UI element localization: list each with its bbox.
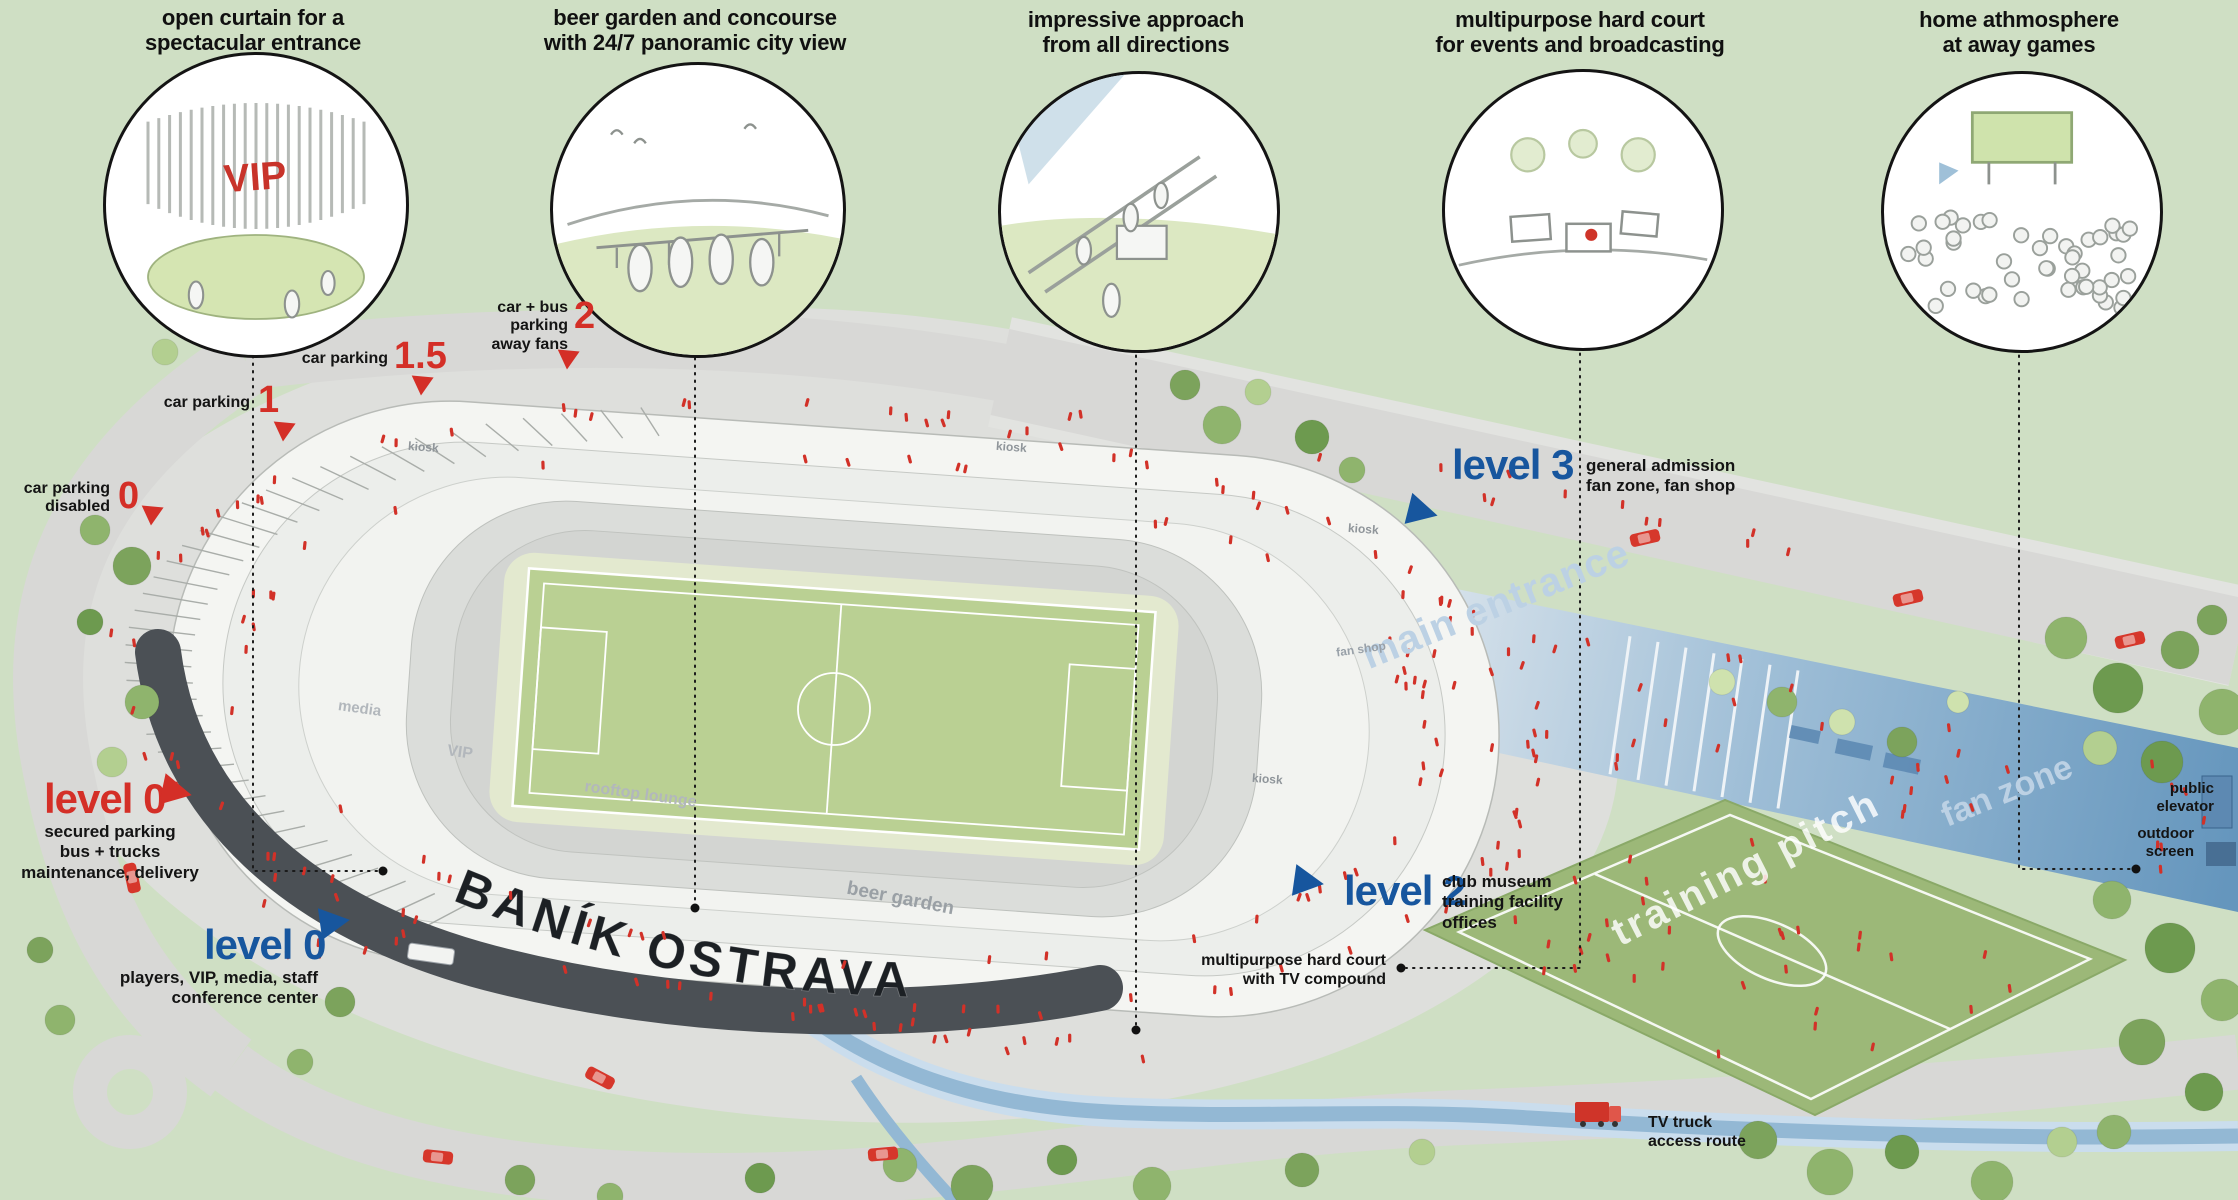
public-elevator-box <box>2201 775 2233 829</box>
level0-red-title: level 0 <box>44 775 166 822</box>
callout-sketch-approach <box>998 71 1280 353</box>
birds <box>610 123 757 144</box>
curtain-sketch <box>146 103 366 229</box>
parking-label-1-5: car parking <box>301 350 388 367</box>
broadcast-logo <box>1585 228 1598 241</box>
level2-desc: club museum training facility offices <box>1442 872 1563 932</box>
level0-blue-title: level 0 <box>204 921 326 968</box>
parking-label-away: car + bus parking away fans <box>491 299 568 353</box>
promenade-kiosk <box>1834 738 1874 761</box>
promenade-kiosk <box>1882 752 1922 775</box>
river <box>771 983 2238 1200</box>
level2-arrow-icon <box>1291 864 1327 900</box>
caption-line: home athmosphere <box>1919 7 2119 32</box>
vip-sign: VIP <box>222 154 288 201</box>
outdoor-screen-label: outdoor screen <box>2137 825 2194 860</box>
caption-line: at away games <box>1942 31 2096 57</box>
parking-number-1: 1 <box>258 379 280 421</box>
level0-red-desc: secured parking bus + trucks maintenance… <box>21 822 199 882</box>
promenade <box>1388 575 2238 912</box>
crowd-sketch <box>1900 209 2138 316</box>
callout-sketch-entrance: VIP <box>103 52 409 358</box>
callout-sketch-away-fans <box>1881 71 2163 353</box>
green-wedge <box>1350 490 2238 748</box>
kiosk-label: kiosk <box>995 438 1028 456</box>
trees <box>26 320 2238 1200</box>
big-screen <box>1970 111 2074 164</box>
tv-truck-label: TV truck access route <box>1648 1114 1746 1151</box>
stadium-dark-facade <box>135 629 1123 1035</box>
level0-blue-desc: players, VIP, media, staff conference ce… <box>119 968 318 1008</box>
leader-dots <box>378 864 2141 1035</box>
parking-number-1-5: 1.5 <box>394 335 447 377</box>
callout-sketch-beer-garden <box>550 62 846 358</box>
parking-number-0: 0 <box>118 475 140 517</box>
level3-desc: general admission fan zone, fan shop <box>1586 456 1736 496</box>
hard-court-label: multipurpose hard court with TV compound <box>1201 952 1386 989</box>
tv-truck-sketch <box>1619 210 1660 238</box>
parking-label-1: car parking <box>163 394 250 411</box>
lawn <box>1001 217 1277 350</box>
kiosk-label: kiosk <box>1251 770 1284 788</box>
crowd-figures <box>109 398 2207 1064</box>
callout-sketch-hard-court <box>1442 69 1724 351</box>
bus <box>406 942 456 966</box>
level2-title: level 2 <box>1344 867 1466 914</box>
caption-line: for events and broadcasting <box>1435 31 1725 57</box>
training-pitch <box>1422 798 2128 1117</box>
public-elevator-label: public elevator <box>2156 780 2214 815</box>
tv-truck <box>1575 1102 1621 1127</box>
caption-line: with 24/7 panoramic city view <box>543 29 847 55</box>
caption-line: open curtain for a <box>161 5 345 30</box>
cars <box>123 529 2146 1165</box>
caption-line: spectacular entrance <box>144 29 362 55</box>
tv-truck-sketch <box>1509 212 1553 243</box>
promenade-kiosk <box>1788 725 1821 744</box>
kiosk-label: kiosk <box>1347 520 1380 538</box>
caption-line: beer garden and concourse <box>553 5 837 30</box>
west-loop-road <box>13 331 266 1097</box>
caption-line: impressive approach <box>1027 7 1245 32</box>
kiosk-label: kiosk <box>407 438 440 456</box>
south-road <box>214 1034 2238 1200</box>
outdoor-screen-box <box>2206 842 2236 866</box>
promenade-steps <box>1608 636 1800 809</box>
caption-line: from all directions <box>1042 31 1230 57</box>
vip-label: VIP <box>446 742 474 763</box>
flag <box>1939 162 1959 185</box>
platform <box>1115 224 1168 261</box>
parking-label-disabled: car parking disabled <box>23 480 110 516</box>
stadium <box>168 400 1500 1018</box>
level0-blue-arrow-icon <box>317 904 353 940</box>
leader-lines <box>252 345 2134 1028</box>
horizon <box>567 198 829 226</box>
roundabout <box>73 1035 187 1149</box>
caption-line: multipurpose hard court <box>1455 7 1705 32</box>
level3-title: level 3 <box>1452 441 1574 488</box>
parking-number-2: 2 <box>574 295 596 337</box>
